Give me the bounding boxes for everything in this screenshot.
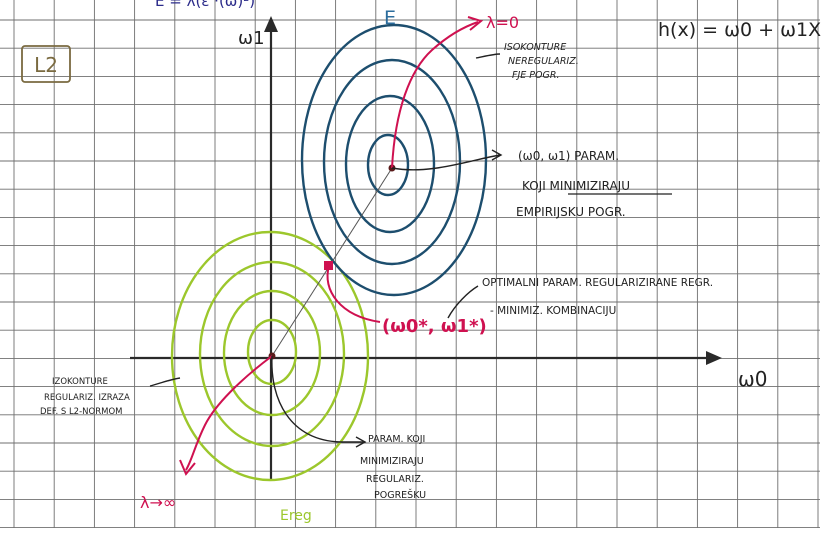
error-contour-3 [344,94,436,234]
grid-lines [0,0,820,529]
lambda-inf-arrowhead [179,459,196,476]
reg-contour-2 [198,260,346,448]
leader-error-min-arrow [491,149,503,161]
leader-optimal [447,285,479,319]
header-fragment: E = λ(ε ·(ω)²) [155,0,255,10]
lambda-paths [179,16,484,476]
note-error-contours-line: FJE POGR. [512,70,559,81]
leader-error-min [391,154,501,171]
note-reg-min-line: PARAM. KOJI [368,434,425,445]
lambda-inf-label: λ→∞ [140,493,176,512]
lambda-zero-path [391,21,479,169]
note-error-min: (ω0, ω1) PARAM. KOJI MINIMIZIRAJU EMPIRI… [516,149,630,219]
axes [130,16,722,480]
w0-axis-arrowhead [706,351,722,365]
optimal-point-leader [326,265,381,323]
optimal-point-label: (ω0*, ω1*) [382,316,487,337]
note-reg-contours: IZOKONTURE REGULARIZ. IZRAZA DEF. S L2-N… [40,377,130,417]
l2-box [21,45,71,83]
lambda-zero-label: λ=0 [486,13,519,32]
lambda-zero-arrowhead [467,16,484,31]
leader-reg-min [271,355,364,443]
note-reg-contours-line: REGULARIZ. IZRAZA [44,393,130,403]
note-error-min-line: EMPIRIJSKU POGR. [516,205,626,219]
note-reg-contours-line: DEF. S L2-NORMOM [40,407,122,417]
note-error-contours-line: NEREGULARIZ. [508,56,579,67]
note-reg-min: PARAM. KOJI MINIMIZIRAJU REGULARIZ. POGR… [360,434,426,501]
note-reg-min-line: MINIMIZIRAJU [360,456,424,467]
regularization-contours [170,230,370,482]
note-optimal: OPTIMALNI PARAM. REGULARIZIRANE REGR. - … [482,277,713,317]
note-error-min-line: (ω0, ω1) PARAM. [518,149,619,163]
l2-box-label: L2 [34,53,58,77]
reg-contour-3 [222,289,322,417]
w0-axis-label: ω0 [738,367,767,391]
note-reg-min-line: REGULARIZ. [366,474,424,485]
w1-axis-arrowhead [264,16,278,32]
leader-reg-contours [149,377,181,387]
error-contours [300,23,488,297]
hypothesis-formula: h(x) = ω0 + ω1X [658,19,821,41]
note-error-min-line: KOJI MINIMIZIRAJU [522,179,630,193]
w1-axis-label: ω1 [238,28,265,49]
leader-reg-min-arrow [355,436,367,448]
error-contour-1 [300,23,488,297]
leader-error-contours [475,53,501,59]
reg-contour-1 [170,230,370,482]
reg-contour-4 [246,318,298,386]
note-error-contours: ISOKONTURE NEREGULARIZ. FJE POGR. [504,42,579,81]
note-error-contours-line: ISOKONTURE [504,42,566,53]
optimal-point-marker [324,261,333,270]
annotation-leaders [149,53,503,448]
error-contour-4 [366,133,410,197]
error-surface-label: E [384,7,396,29]
lambda-inf-path [185,355,273,471]
note-reg-contours-line: IZOKONTURE [52,377,108,387]
note-optimal-line: - MINIMIZ. KOMBINACIJU [490,305,616,317]
reg-surface-label: Ereg [280,508,312,524]
note-reg-min-line: POGREŠKU [374,489,426,501]
error-contour-2 [322,58,462,266]
note-optimal-line: OPTIMALNI PARAM. REGULARIZIRANE REGR. [482,277,713,289]
